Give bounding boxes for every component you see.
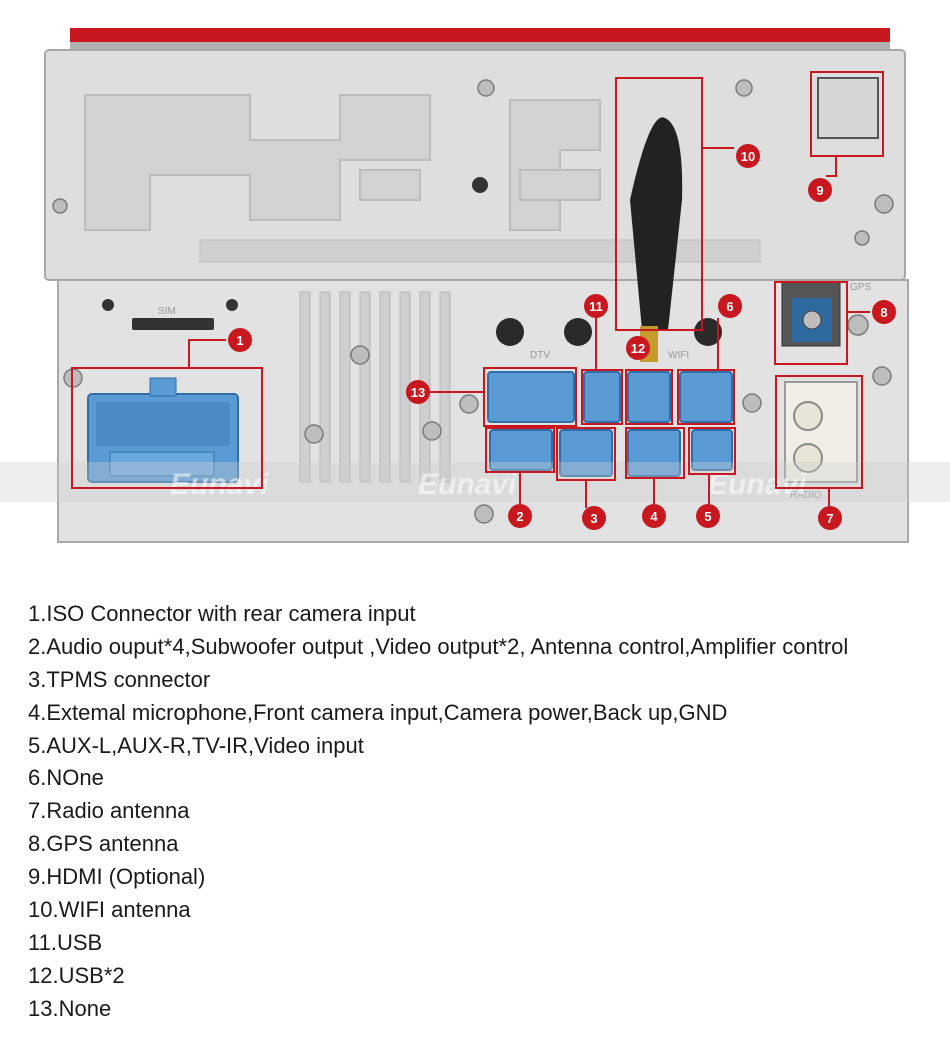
- callout-6: 6: [718, 294, 742, 318]
- svg-text:10: 10: [741, 149, 755, 164]
- legend-item-13: 13.None: [28, 995, 112, 1021]
- brand-watermark: Eunavi: [418, 468, 517, 501]
- legend-item-6: 6.NOne: [28, 765, 104, 791]
- highlight-box-8: [774, 281, 848, 365]
- svg-text:4: 4: [650, 509, 658, 524]
- legend-item-10: 10.WIFI antenna: [28, 897, 191, 923]
- iso-connector: [87, 377, 239, 483]
- brand-watermark: Eunavi: [708, 468, 807, 501]
- callout-4: 4: [642, 504, 666, 528]
- gps-label: GPS: [850, 282, 871, 293]
- svg-text:3: 3: [590, 511, 597, 526]
- wifi-label: WIFI: [668, 350, 689, 361]
- highlight-box-7: [775, 375, 863, 489]
- rear-panel-photo: SIM DTV WIFI GPS RADIO Eun: [0, 28, 950, 543]
- radio-connector: [784, 381, 858, 483]
- legend-item-8: 8.GPS antenna: [28, 831, 179, 857]
- svg-text:11: 11: [589, 299, 603, 314]
- callout-12: 12: [626, 336, 650, 360]
- legend-item-9: 9.HDMI (Optional): [28, 864, 206, 890]
- legend-item-2: 2.Audio ouput*4,Subwoofer output ,Video …: [28, 633, 849, 659]
- callout-8: 8: [872, 300, 896, 324]
- radio-label: RADIO: [790, 490, 822, 501]
- connector-6: [679, 371, 733, 423]
- callout-1: 1: [228, 328, 252, 352]
- callout-11: 11: [584, 294, 608, 318]
- highlight-box-9: [810, 71, 884, 157]
- svg-text:2: 2: [516, 509, 523, 524]
- callout-10: 10: [736, 144, 760, 168]
- svg-text:13: 13: [411, 385, 425, 400]
- sim-label: SIM: [158, 306, 176, 317]
- highlight-box-6: [677, 369, 735, 425]
- connector-12: [627, 371, 671, 423]
- svg-text:6: 6: [726, 299, 733, 314]
- connector-4: [627, 429, 681, 477]
- highlight-box-1: [71, 367, 263, 489]
- callout-3: 3: [582, 506, 606, 530]
- svg-text:8: 8: [880, 305, 887, 320]
- legend-item-12: 12.USB*2: [28, 962, 125, 988]
- callout-9: 9: [808, 178, 832, 202]
- brand-watermark: Eunavi: [170, 468, 269, 501]
- legend-item-4: 4.Extemal microphone,Front camera input,…: [28, 699, 728, 725]
- svg-text:5: 5: [704, 509, 711, 524]
- legend-item-11: 11.USB: [28, 929, 103, 955]
- dtv-label: DTV: [530, 350, 550, 361]
- highlight-box-13: [483, 367, 577, 427]
- legend-item-1: 1.ISO Connector with rear camera input: [28, 601, 416, 626]
- connector-11: [583, 371, 621, 423]
- connector-legend: 1.ISO Connector with rear camera input 2…: [28, 598, 943, 1026]
- svg-text:12: 12: [631, 341, 645, 356]
- legend-item-5: 5.AUX-L,AUX-R,TV-IR,Video input: [28, 732, 364, 758]
- svg-text:7: 7: [826, 511, 833, 526]
- connector-13: [487, 371, 575, 423]
- legend-item-7: 7.Radio antenna: [28, 798, 190, 824]
- svg-text:9: 9: [816, 183, 823, 198]
- callout-5: 5: [696, 504, 720, 528]
- connector-5: [691, 429, 733, 471]
- highlight-box-5: [688, 427, 736, 475]
- highlight-box-12: [625, 369, 673, 425]
- gps-connector: [781, 281, 841, 347]
- legend-item-3: 3.TPMS connector: [28, 666, 211, 692]
- svg-text:1: 1: [236, 333, 243, 348]
- highlight-box-11: [581, 369, 623, 425]
- callout-13: 13: [406, 380, 430, 404]
- highlight-box-10: [615, 77, 703, 331]
- callout-2: 2: [508, 504, 532, 528]
- connector-2: [489, 429, 553, 471]
- callout-7: 7: [818, 506, 842, 530]
- connector-3: [559, 429, 613, 477]
